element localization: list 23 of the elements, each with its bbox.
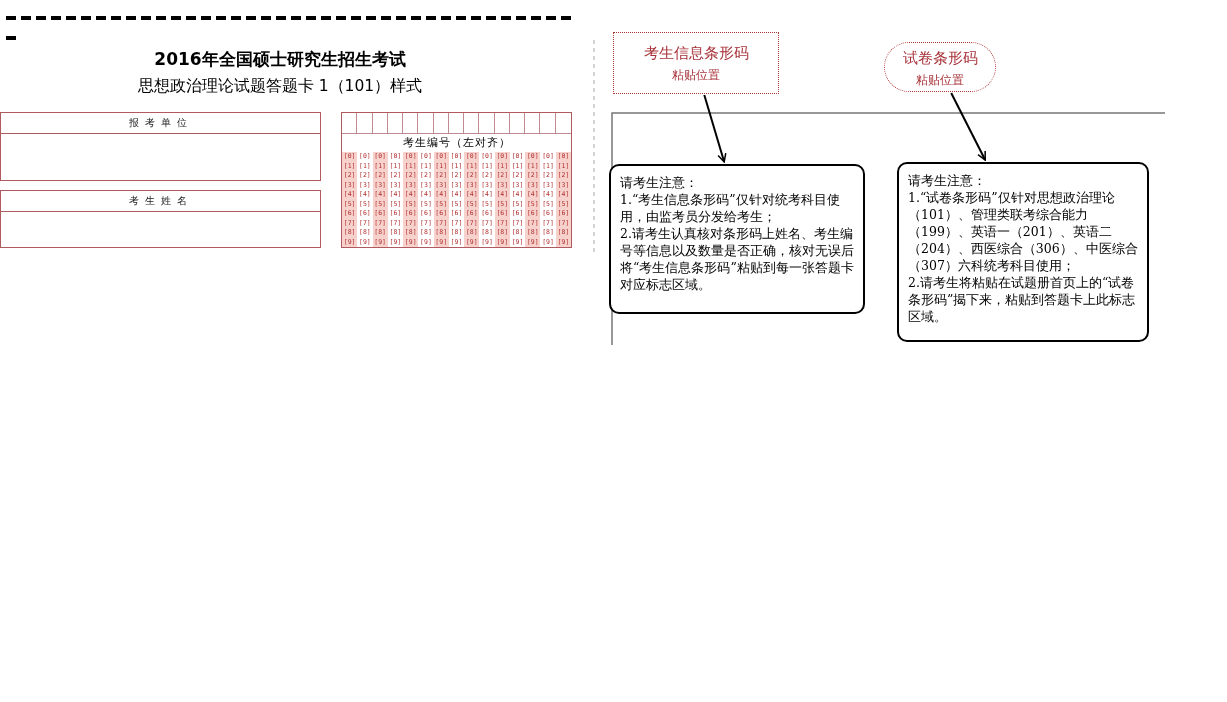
- form-field: [0, 112, 321, 181]
- notice-heading: 请考生注意：: [908, 172, 987, 189]
- barcode-subheading: 粘贴位置: [672, 67, 720, 83]
- notice-box: [897, 162, 1149, 342]
- notice-item: 2.请考生将粘贴在试题册首页上的“试卷条形码”揭下来，粘贴到答题卡上此标志区域。: [908, 274, 1137, 325]
- number-grid: [341, 112, 572, 248]
- subtitle: 思想政治理论试题答题卡 1（101）样式: [136, 76, 424, 97]
- arrow: [703, 94, 727, 163]
- notice-item: 1.“试卷条形码”仅针对思想政治理论（101）、管理类联考综合能力（199）、英语一（201）、英语二（204）、西医综合（306）、中医综合（307）六科统考科目使用；: [908, 189, 1138, 274]
- form-field: [0, 190, 321, 248]
- field-label: 报考单位: [1, 113, 320, 134]
- notice-item: 1.“考生信息条形码”仅针对统考科目使用，由监考员分发给考生；: [620, 191, 841, 225]
- notice-heading: 请考生注意：: [620, 174, 699, 191]
- grid-heading: 考生编号（左对齐）: [401, 135, 512, 151]
- barcode-heading: 试卷条形码: [902, 48, 978, 69]
- notice-box: [609, 164, 865, 314]
- title: 2016年全国硕士研究生招生考试: [153, 48, 407, 71]
- notice-item: 2.请考生认真核对条形码上姓名、考生编号等信息以及数量是否正确，核对无误后将“考生信息条形码”粘贴到每一张答题卡对应标志区域。: [620, 225, 854, 293]
- field-label: 考生姓名: [1, 191, 320, 212]
- arrow: [950, 92, 987, 161]
- barcode-heading: 考生信息条形码: [643, 43, 749, 64]
- barcode-area: [613, 32, 779, 94]
- barcode-subheading: 粘贴位置: [916, 72, 964, 88]
